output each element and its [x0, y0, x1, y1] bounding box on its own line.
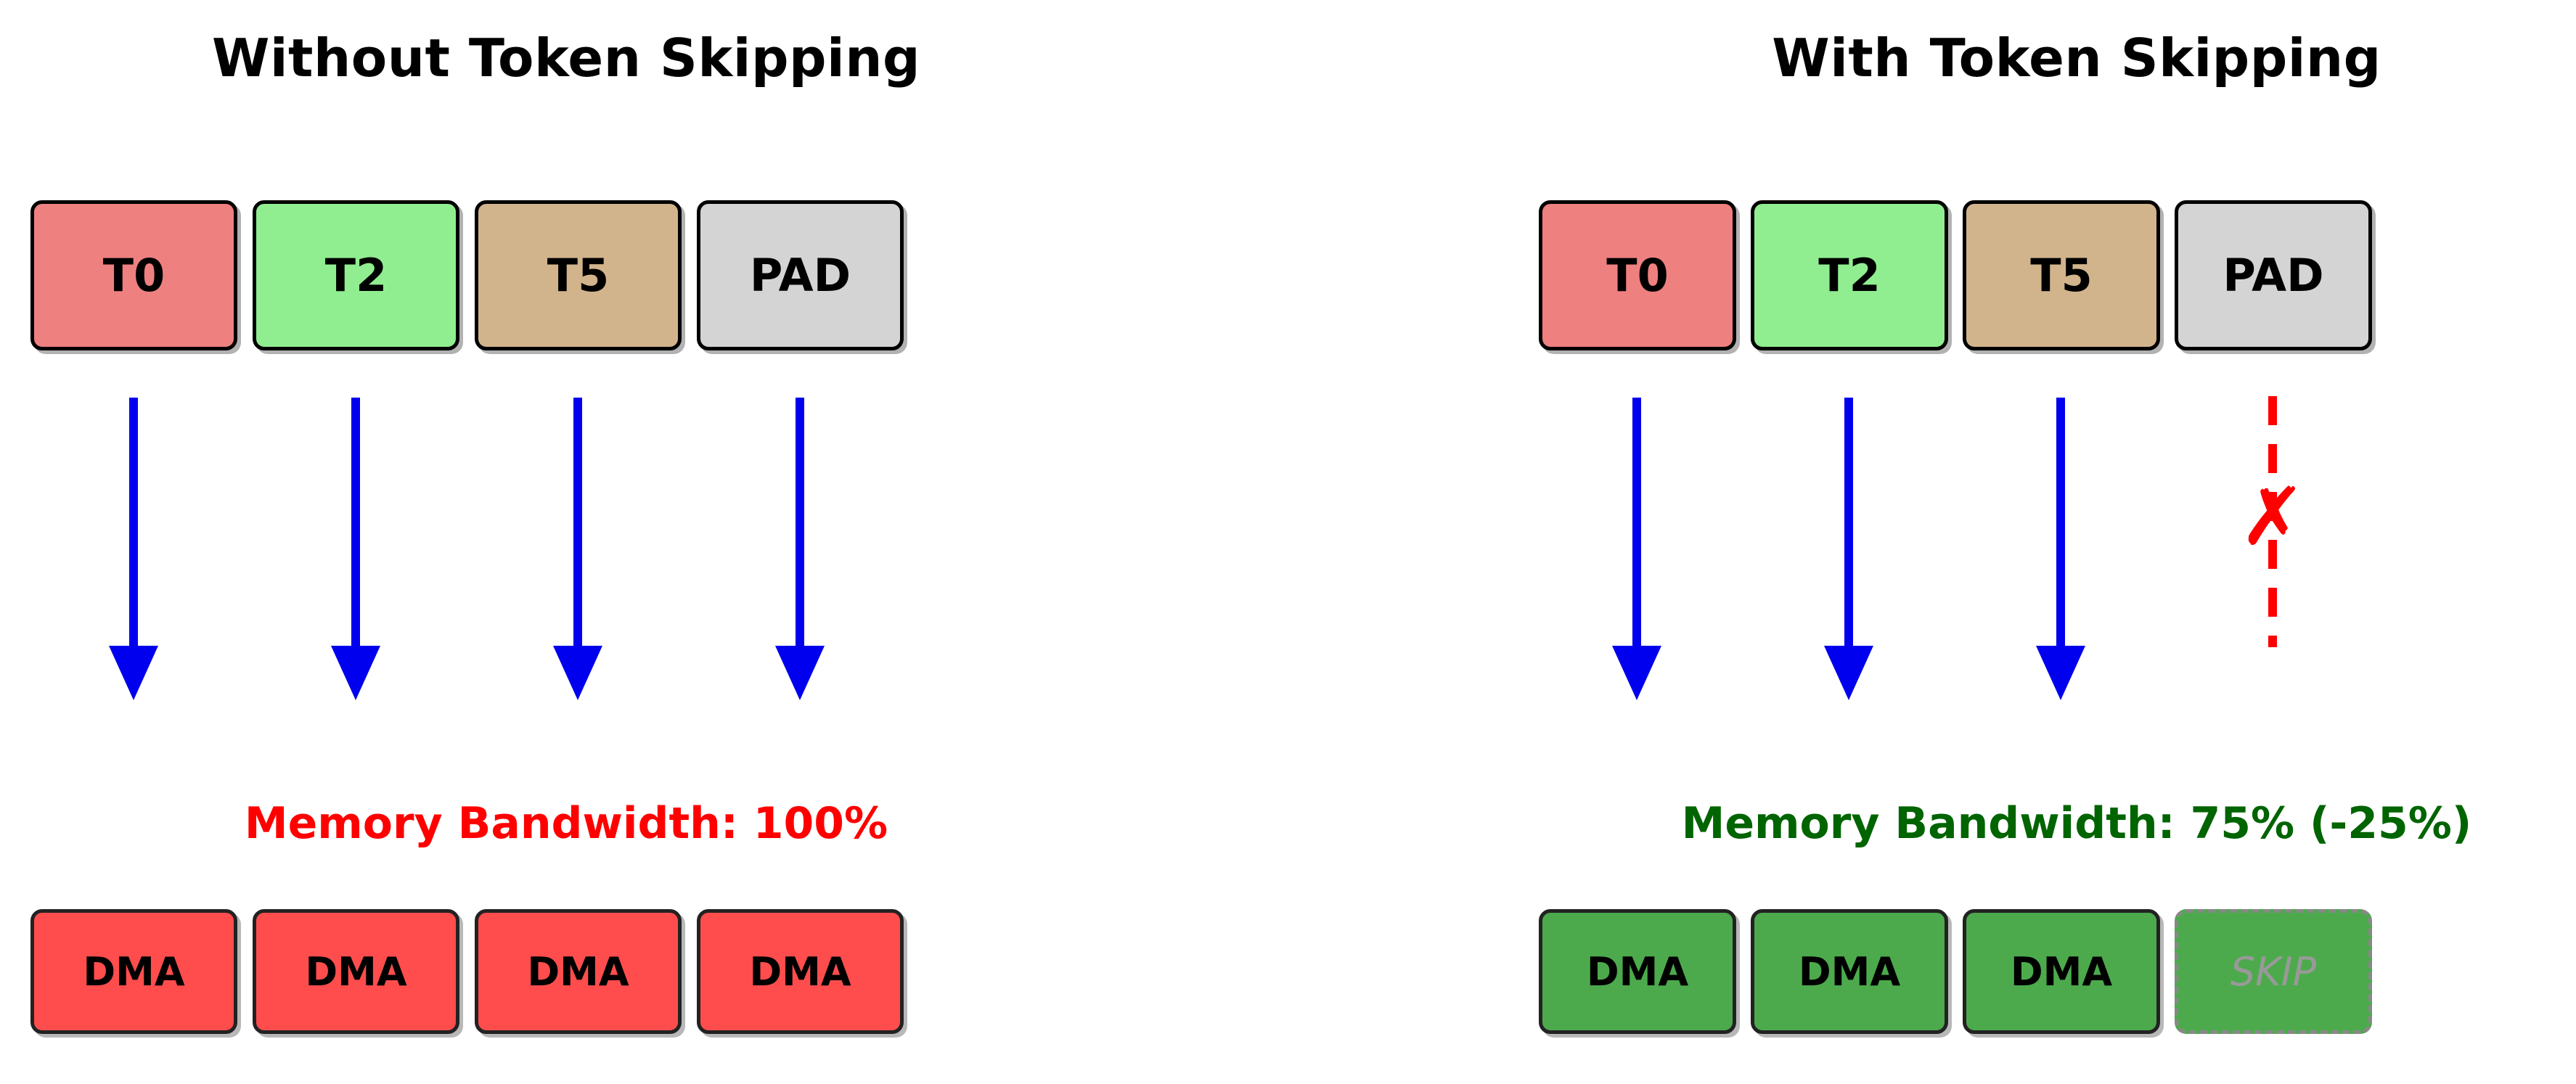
- token-label: T2: [1818, 249, 1881, 302]
- token-box-t0-left: T0: [30, 200, 237, 350]
- token-row-left: T0 T2 T5 PAD: [30, 200, 904, 350]
- token-label: T5: [547, 249, 610, 302]
- arrows-right-svg: ✗: [1612, 396, 2306, 700]
- dma-box-right-2: DMA: [1751, 909, 1948, 1034]
- skip-label: SKIP: [2230, 948, 2317, 995]
- token-box-pad-right: PAD: [2175, 200, 2372, 350]
- dma-label: DMA: [527, 948, 629, 995]
- dma-box-left-2: DMA: [253, 909, 459, 1034]
- arrow-down-icon-left-2: [331, 398, 380, 700]
- dma-label: DMA: [305, 948, 407, 995]
- token-box-t2-left: T2: [253, 200, 459, 350]
- token-label: T5: [2030, 249, 2093, 302]
- dma-row-right: DMA DMA DMA SKIP: [1539, 909, 2372, 1034]
- bandwidth-label-left: Memory Bandwidth: 100%: [244, 798, 888, 849]
- dma-box-right-3: DMA: [1963, 909, 2160, 1034]
- arrow-down-icon-right-2: [1824, 398, 1873, 700]
- arrows-left-svg: [109, 398, 825, 700]
- dma-box-left-3: DMA: [475, 909, 682, 1034]
- panel-with-token-skipping: With Token Skipping T0 T2 T5 PAD: [1288, 0, 2576, 1084]
- skip-cross-icon: ✗: [2239, 470, 2306, 563]
- dma-label: DMA: [2010, 948, 2113, 995]
- token-box-t2-right: T2: [1751, 200, 1948, 350]
- token-box-t5-left: T5: [475, 200, 682, 350]
- arrow-layer-right: ✗: [1288, 392, 2576, 704]
- bandwidth-label-right: Memory Bandwidth: 75% (-25%): [1681, 798, 2472, 849]
- panel-without-token-skipping: Without Token Skipping T0 T2 T5 PAD: [0, 28, 1288, 1034]
- token-label: T0: [1606, 249, 1669, 302]
- token-label: PAD: [2223, 249, 2324, 302]
- arrow-down-icon-left-4: [775, 398, 825, 700]
- arrow-down-icon-right-1: [1612, 398, 1661, 700]
- token-box-t0-right: T0: [1539, 200, 1736, 350]
- dma-box-right-1: DMA: [1539, 909, 1736, 1034]
- dma-label: DMA: [1798, 948, 1901, 995]
- dma-box-left-1: DMA: [30, 909, 237, 1034]
- dma-label: DMA: [1586, 948, 1689, 995]
- dma-box-left-4: DMA: [697, 909, 904, 1034]
- dma-box-right-skip: SKIP: [2175, 909, 2372, 1034]
- dma-row-left: DMA DMA DMA DMA: [30, 909, 904, 1034]
- panel-title-right: With Token Skipping: [1772, 28, 2381, 89]
- dma-label: DMA: [83, 948, 185, 995]
- token-label: T0: [102, 249, 165, 302]
- token-label: PAD: [749, 249, 851, 302]
- arrow-down-icon-left-1: [109, 398, 158, 700]
- panel-title-left: Without Token Skipping: [211, 28, 921, 89]
- arrow-down-icon-left-3: [553, 398, 602, 700]
- arrow-down-icon-right-3: [2036, 398, 2085, 700]
- token-label: T2: [324, 249, 388, 302]
- token-box-pad-left: PAD: [697, 200, 904, 350]
- arrow-layer-left: [0, 392, 1288, 704]
- dma-label: DMA: [749, 948, 851, 995]
- token-row-right: T0 T2 T5 PAD: [1539, 200, 2372, 350]
- token-box-t5-right: T5: [1963, 200, 2160, 350]
